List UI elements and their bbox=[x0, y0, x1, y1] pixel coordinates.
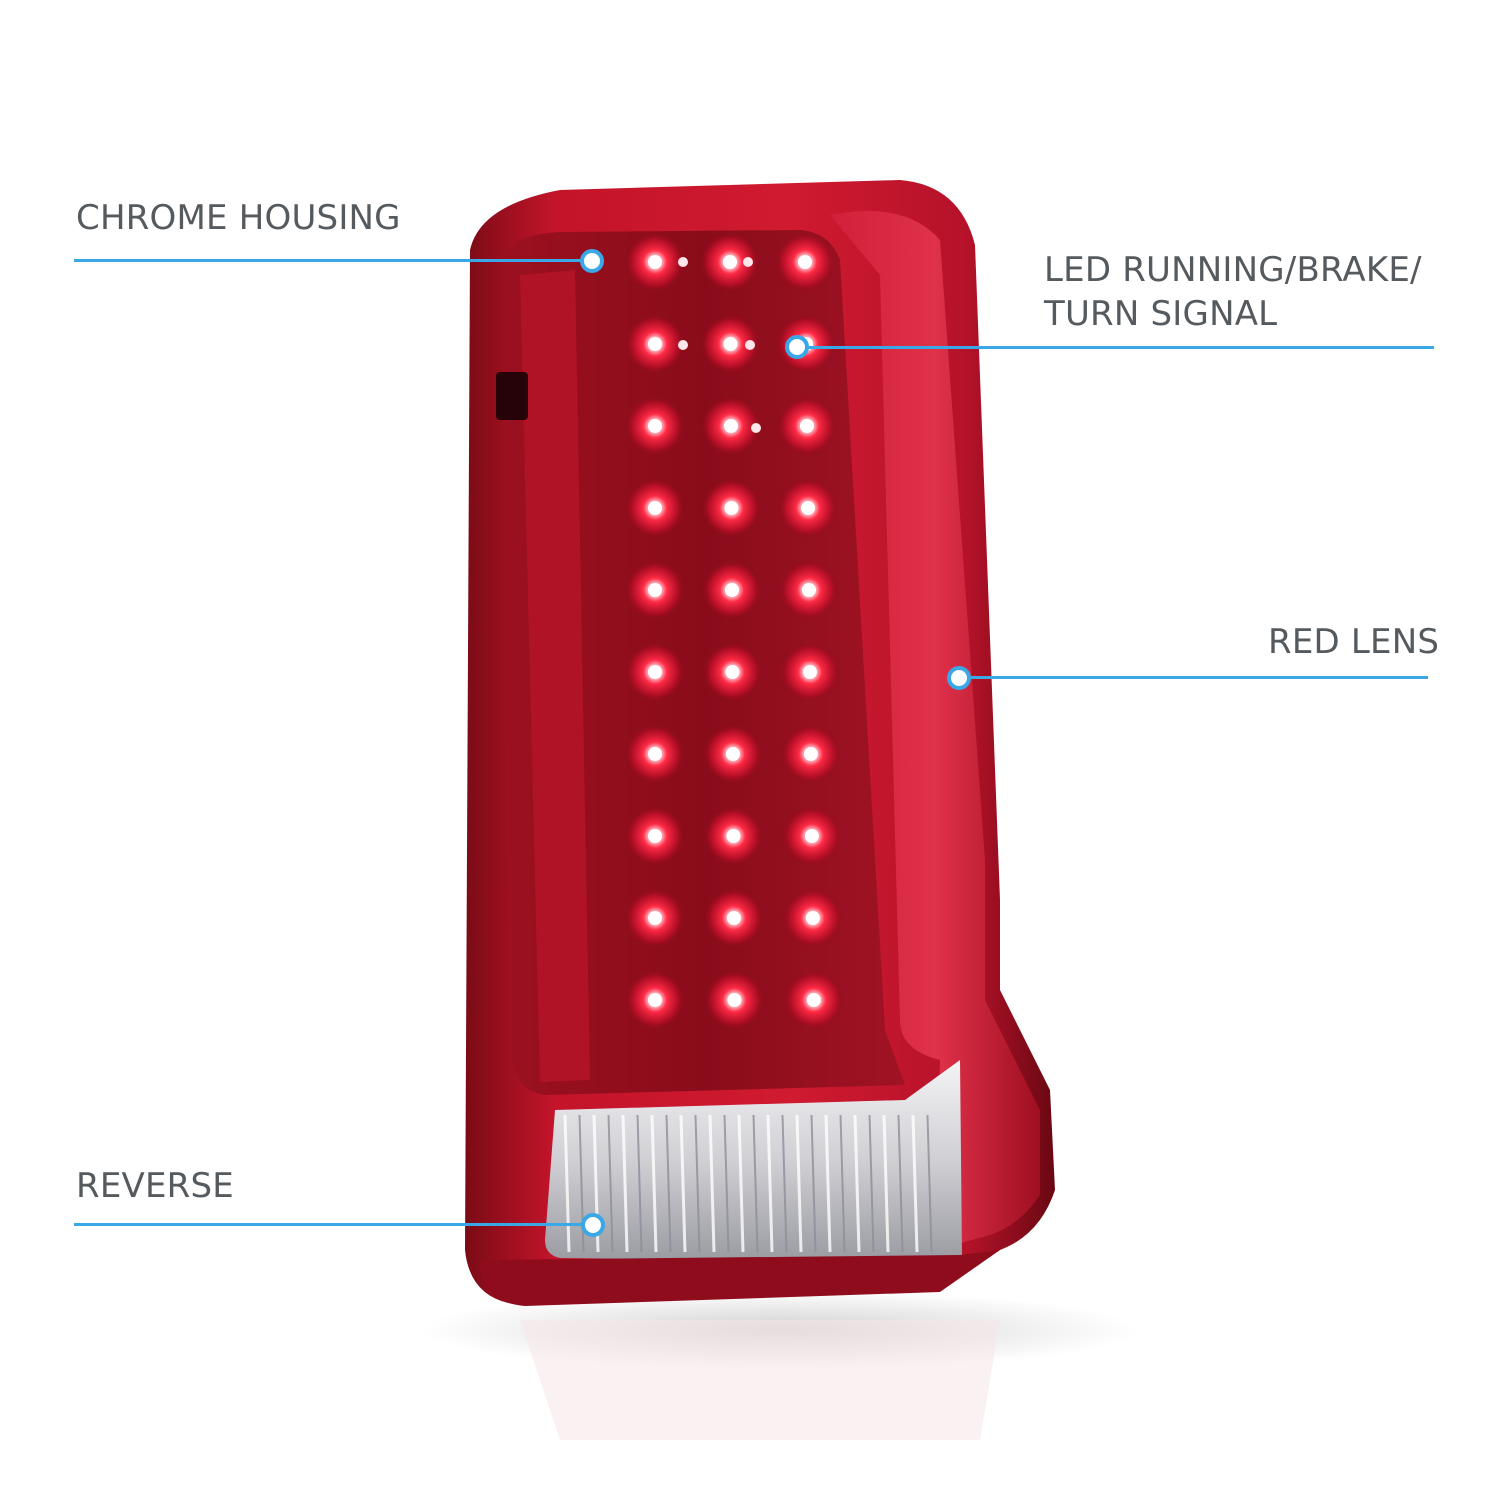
chrome-housing-label: CHROME HOUSING bbox=[76, 196, 401, 240]
lower-trim bbox=[480, 1250, 1000, 1306]
led-small-dot bbox=[751, 423, 761, 433]
reverse-rib bbox=[839, 1114, 846, 1253]
led-core bbox=[725, 747, 740, 761]
led-core bbox=[648, 255, 662, 269]
led-small-dot bbox=[678, 340, 688, 350]
led-core bbox=[723, 337, 738, 351]
red-lens-leader bbox=[970, 676, 1428, 679]
side-panel bbox=[830, 210, 1040, 1251]
led-core bbox=[723, 419, 738, 433]
led-core bbox=[648, 747, 662, 761]
led-core bbox=[726, 911, 741, 925]
reverse-rib bbox=[911, 1114, 919, 1253]
chrome-housing-text: CHROME HOUSING bbox=[76, 198, 401, 238]
led-small-dot bbox=[678, 257, 688, 267]
led-core bbox=[724, 583, 739, 597]
reverse-rib bbox=[868, 1114, 875, 1253]
reverse-rib bbox=[737, 1114, 745, 1253]
reverse-rib bbox=[810, 1114, 817, 1253]
floor-reflection bbox=[520, 1320, 1000, 1440]
led-running-leader bbox=[808, 346, 1434, 349]
reverse-rib bbox=[897, 1114, 904, 1253]
left-reflector bbox=[520, 270, 590, 1082]
reverse-rib bbox=[694, 1114, 701, 1253]
reverse-rib bbox=[752, 1114, 759, 1253]
led-core bbox=[723, 255, 737, 269]
led-core bbox=[726, 829, 741, 843]
reverse-rib bbox=[621, 1114, 629, 1253]
reverse-rib bbox=[708, 1114, 716, 1253]
led-core bbox=[724, 501, 739, 515]
led-running-pin bbox=[785, 335, 809, 359]
led-running-text-line-2: TURN SIGNAL bbox=[1044, 294, 1278, 334]
red-lens-pin bbox=[947, 666, 971, 690]
led-core bbox=[648, 501, 662, 515]
reverse-rib bbox=[650, 1114, 658, 1253]
led-core bbox=[648, 337, 662, 351]
chrome-housing-leader bbox=[74, 259, 580, 262]
led-core bbox=[806, 993, 821, 1007]
led-core bbox=[798, 255, 812, 269]
led-core bbox=[648, 911, 662, 925]
led-core bbox=[648, 665, 662, 679]
reverse-rib bbox=[853, 1114, 861, 1253]
led-small-dot bbox=[745, 340, 755, 350]
reverse-rib bbox=[563, 1114, 571, 1253]
reverse-leader bbox=[74, 1223, 582, 1226]
reverse-pin bbox=[581, 1213, 605, 1237]
led-core bbox=[799, 419, 814, 433]
reverse-rib bbox=[766, 1114, 774, 1253]
reverse-rib bbox=[607, 1114, 614, 1253]
red-lens-label: RED LENS bbox=[1268, 620, 1439, 664]
led-core bbox=[648, 993, 662, 1007]
reverse-rib bbox=[723, 1114, 730, 1253]
led-core bbox=[804, 829, 819, 843]
led-running-label: LED RUNNING/BRAKE/ TURN SIGNAL bbox=[1044, 248, 1422, 336]
reverse-rib bbox=[679, 1114, 687, 1253]
led-core bbox=[805, 911, 820, 925]
reverse-rib bbox=[795, 1114, 803, 1253]
led-core bbox=[648, 583, 662, 597]
led-core bbox=[727, 993, 742, 1007]
led-core bbox=[802, 665, 817, 679]
led-small-dot bbox=[743, 257, 753, 267]
led-core bbox=[648, 829, 662, 843]
led-array bbox=[625, 232, 844, 1030]
reverse-rib bbox=[824, 1114, 832, 1253]
reverse-label: REVERSE bbox=[76, 1164, 234, 1208]
led-core bbox=[725, 665, 740, 679]
reverse-rib bbox=[781, 1114, 788, 1253]
chrome-housing-pin bbox=[580, 249, 604, 273]
red-lens-text: RED LENS bbox=[1268, 622, 1440, 662]
led-core bbox=[648, 419, 662, 433]
led-core bbox=[801, 583, 816, 597]
clip-tab bbox=[496, 372, 528, 420]
reverse-rib bbox=[636, 1114, 643, 1253]
reverse-rib bbox=[882, 1114, 890, 1253]
reverse-text: REVERSE bbox=[76, 1166, 234, 1206]
led-running-text-line-1: LED RUNNING/BRAKE/ bbox=[1044, 250, 1422, 290]
reverse-rib bbox=[665, 1114, 672, 1253]
led-core bbox=[800, 501, 815, 515]
led-core bbox=[803, 747, 818, 761]
reverse-rib bbox=[926, 1114, 933, 1253]
